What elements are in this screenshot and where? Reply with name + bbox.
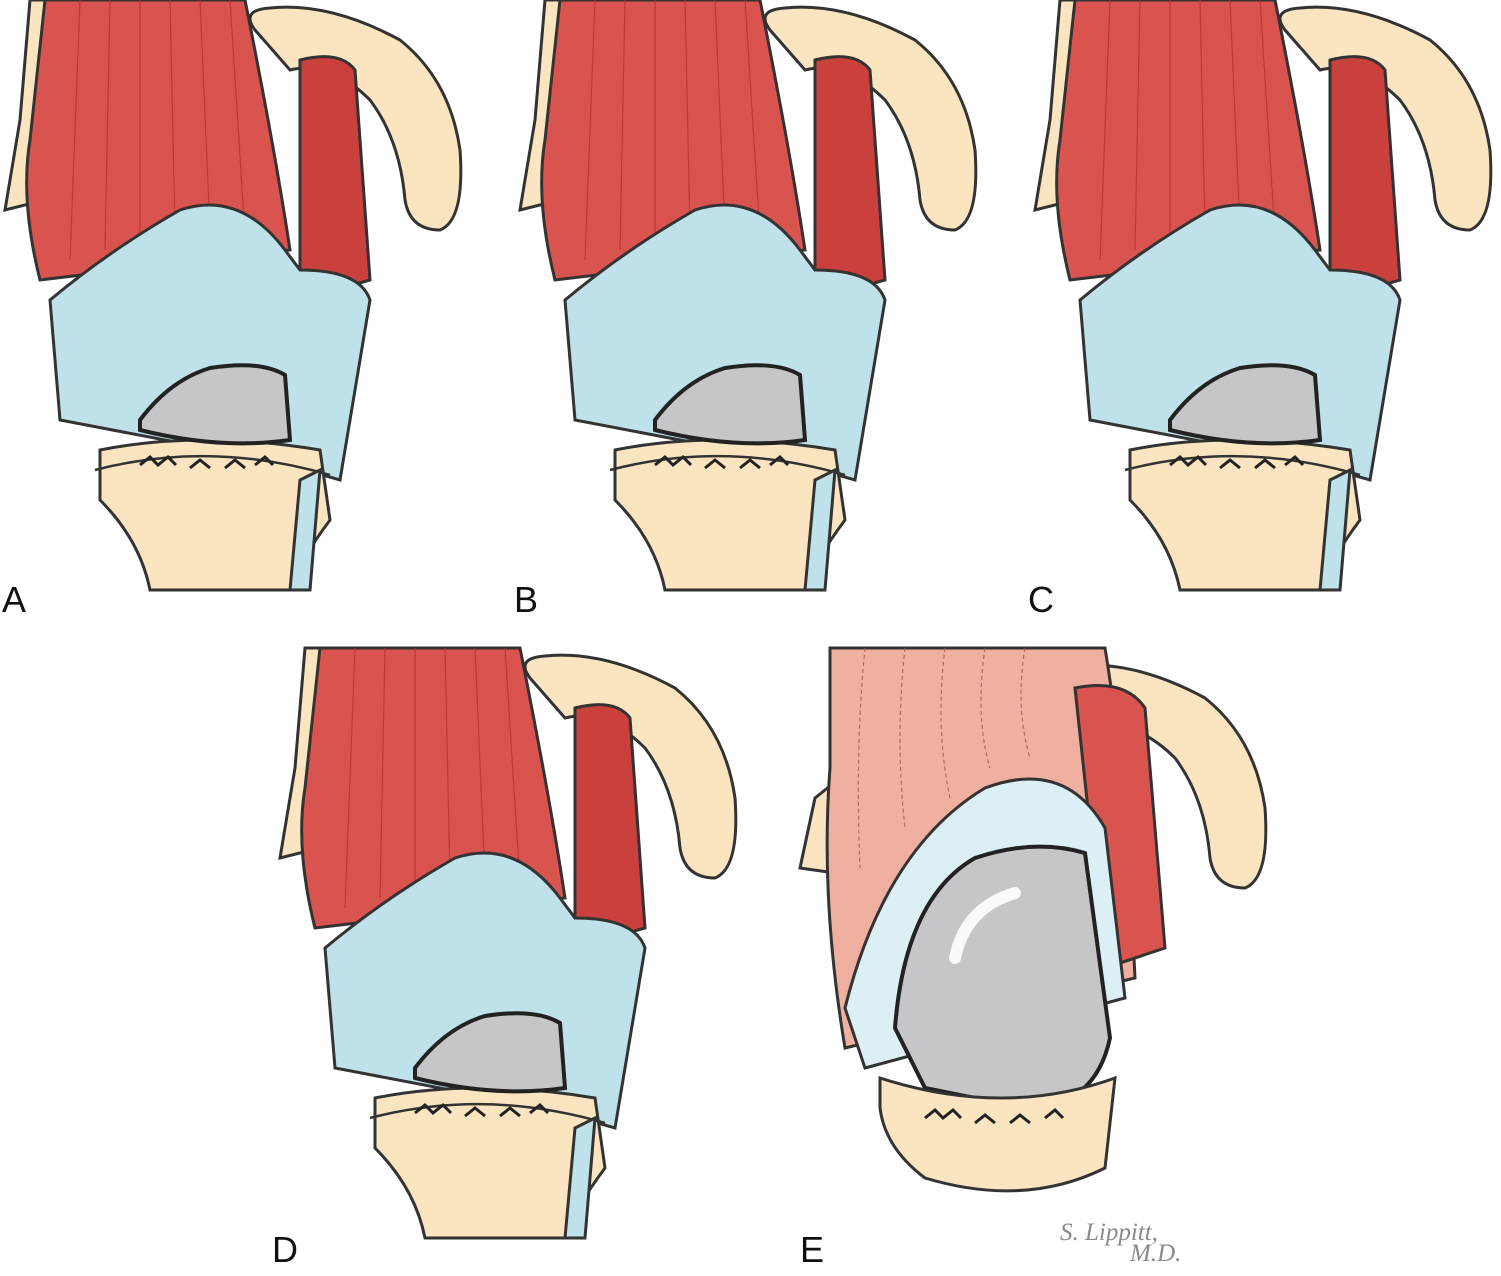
panel-label-d: D bbox=[272, 1229, 298, 1270]
signature-credential: M.D. bbox=[1130, 1240, 1182, 1267]
panel-label-e: E bbox=[800, 1229, 825, 1270]
panel-label-c: C bbox=[1028, 579, 1054, 620]
panel-b-illustration bbox=[518, 0, 978, 592]
panel-label-b: B bbox=[514, 579, 539, 620]
panel-e-illustration bbox=[800, 648, 1266, 1191]
panel-d-illustration bbox=[278, 646, 738, 1240]
artist-signature: S. Lippitt, M.D. bbox=[1060, 1220, 1181, 1266]
signature-name: S. Lippitt, bbox=[1060, 1219, 1158, 1246]
panel-c-illustration bbox=[1033, 0, 1493, 592]
panel-a-illustration bbox=[3, 0, 463, 592]
panel-label-a: A bbox=[2, 579, 27, 620]
